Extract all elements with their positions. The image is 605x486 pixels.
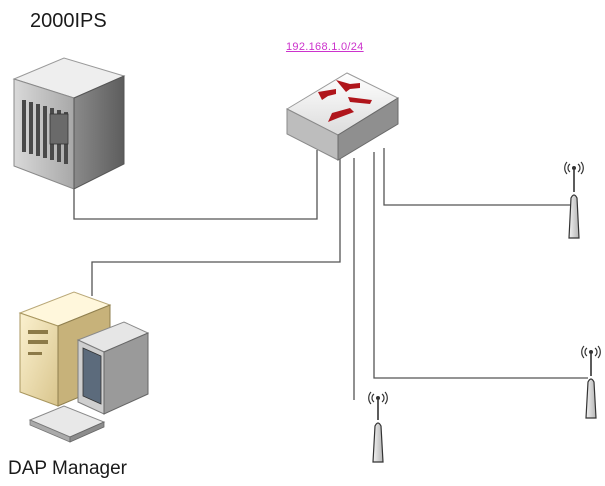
subnet-label[interactable]: 192.168.1.0/24: [286, 41, 364, 53]
server-tower-icon: [12, 57, 126, 190]
link-server-switch: [73, 150, 318, 220]
wireless-access-point-icon: [581, 345, 601, 419]
manager-label: DAP Manager: [8, 458, 127, 479]
network-switch-icon: [285, 72, 400, 161]
link-switch-ap-low-right: [373, 152, 588, 379]
link-switch-ap-top-right: [383, 148, 574, 206]
link-manager-switch: [91, 158, 341, 296]
wireless-access-point-icon: [368, 391, 388, 463]
desktop-computer-icon: [18, 291, 150, 443]
wireless-access-point-icon: [564, 161, 584, 239]
switch-arrows: [318, 80, 372, 122]
connection-lines: [73, 148, 588, 400]
server-label: 2000IPS: [30, 10, 107, 32]
